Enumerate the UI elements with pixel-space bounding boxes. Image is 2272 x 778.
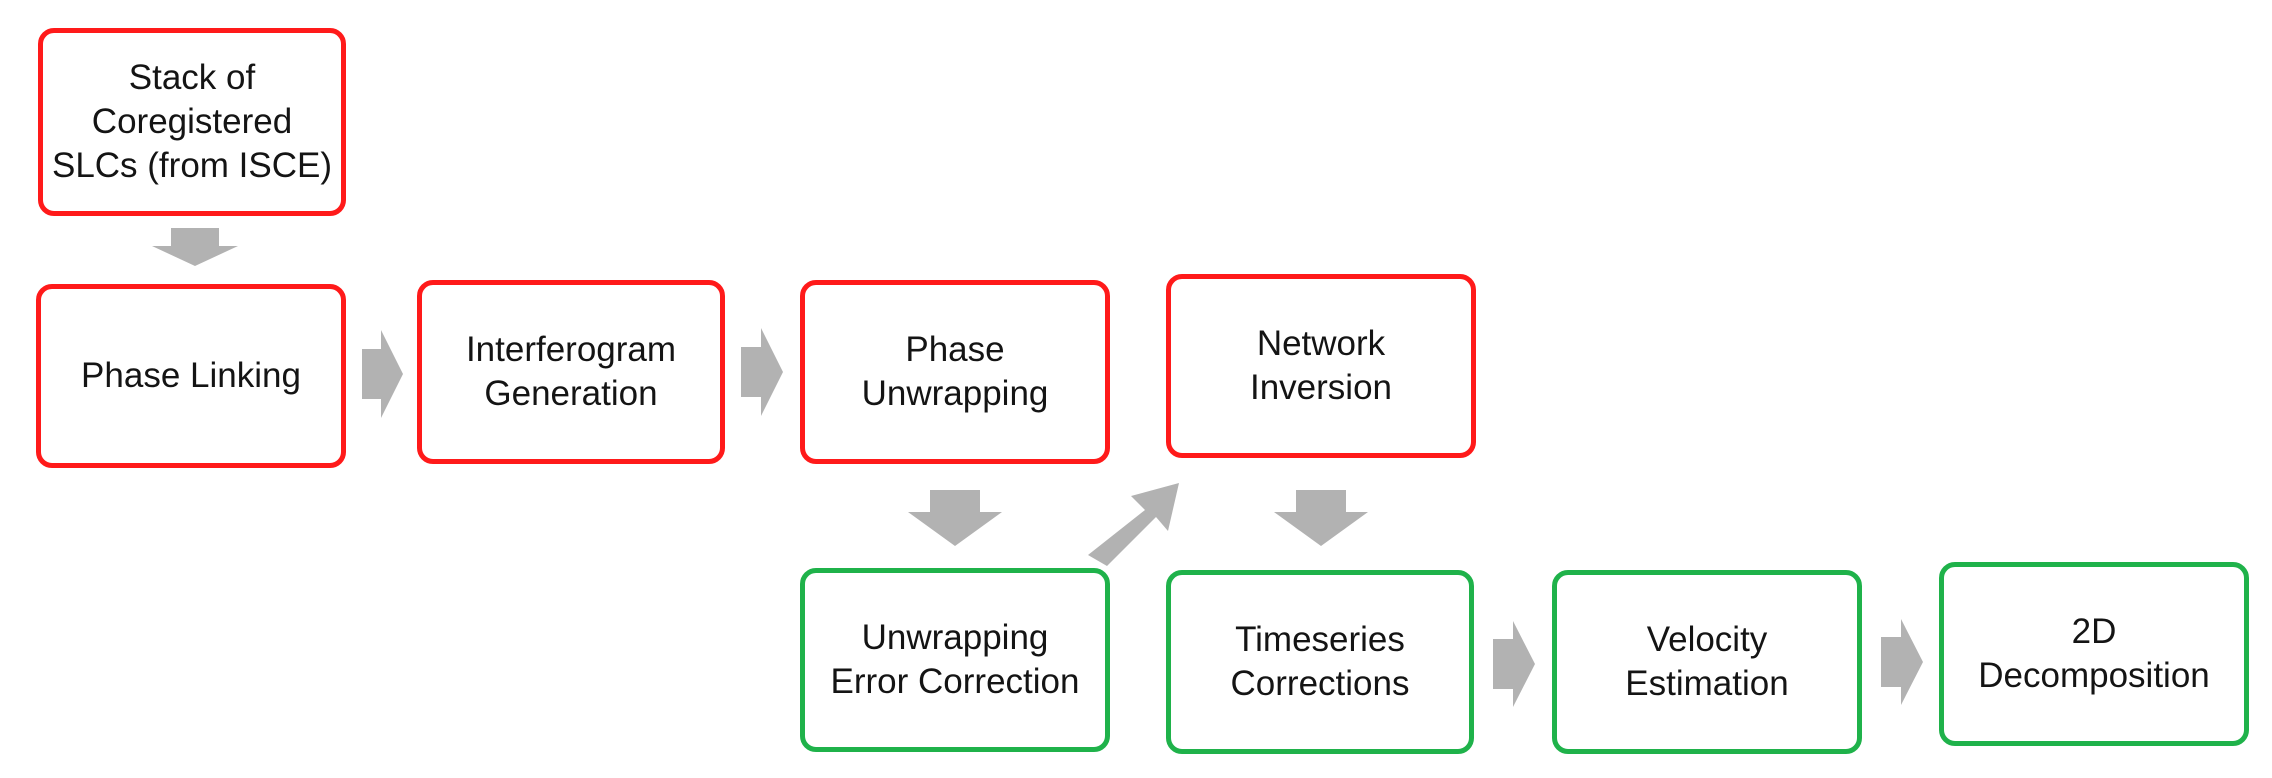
node-timeseries-corrections: Timeseries Corrections [1166, 570, 1474, 754]
node-unwrapping-error-correction: Unwrapping Error Correction [800, 568, 1110, 752]
node-phase-unwrapping: Phase Unwrapping [800, 280, 1110, 464]
arrow-interferogram-to-unwrapping [741, 328, 783, 416]
node-stack-of-coregistered-slcs: Stack of Coregistered SLCs (from ISCE) [38, 28, 346, 216]
node-label: Timeseries Corrections [1230, 620, 1410, 703]
node-label: Phase Unwrapping [861, 330, 1049, 413]
node-label: Unwrapping Error Correction [830, 618, 1080, 701]
arrow-timeseries-to-velocity [1493, 621, 1535, 707]
node-phase-linking: Phase Linking [36, 284, 346, 468]
node-label: Interferogram Generation [465, 330, 677, 413]
node-label: Stack of Coregistered SLCs (from ISCE) [51, 58, 333, 185]
arrow-velocity-to-decomposition [1881, 619, 1923, 705]
arrow-stack-to-phase-linking [152, 228, 238, 266]
node-label: 2D Decomposition [1978, 612, 2210, 695]
node-label: Phase Linking [81, 356, 301, 395]
node-label: Velocity Estimation [1625, 620, 1789, 703]
node-label: Network Inversion [1249, 324, 1393, 407]
arrow-phase-linking-to-interferogram [362, 330, 403, 418]
arrow-unwrapping-to-error-correction [908, 490, 1002, 546]
arrow-error-correction-to-network-inversion [1088, 483, 1179, 566]
node-interferogram-generation: Interferogram Generation [417, 280, 725, 464]
node-network-inversion: Network Inversion [1166, 274, 1476, 458]
node-velocity-estimation: Velocity Estimation [1552, 570, 1862, 754]
arrow-network-inversion-to-timeseries [1274, 490, 1368, 546]
node-2d-decomposition: 2D Decomposition [1939, 562, 2249, 746]
